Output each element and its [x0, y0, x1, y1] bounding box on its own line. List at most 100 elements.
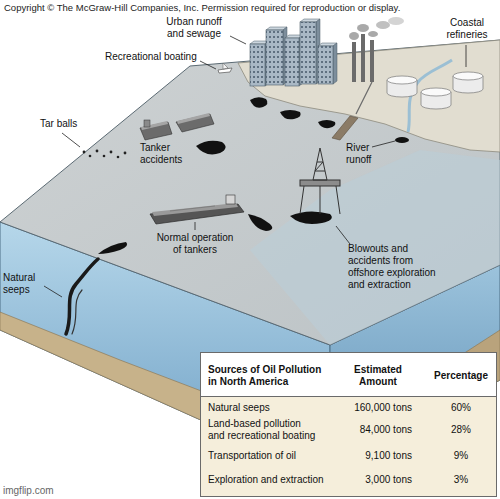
callout-label: Tar balls: [40, 118, 100, 130]
table-cell-box: 28%: [428, 424, 494, 436]
sea-block: [0, 40, 500, 345]
refinery: [349, 32, 359, 40]
table-cell-box: Exploration and extraction: [208, 474, 338, 486]
leader-line: [44, 286, 62, 297]
oil-tanker: [152, 203, 238, 216]
natural-seep: [66, 259, 98, 334]
table-cell-box: 84,000 tons: [330, 424, 412, 436]
oil-tanker: [226, 195, 235, 204]
oil-slick: [98, 242, 127, 254]
table-cell: 160,000 tons: [330, 402, 412, 414]
table-cell-box: 60%: [428, 402, 494, 414]
oil-slick: [196, 141, 226, 155]
coastal-land: [408, 60, 452, 132]
callout-label: Recreational boating: [105, 51, 215, 63]
tar-balls: [83, 151, 86, 154]
table-header-box: Estimated Amount: [340, 364, 416, 388]
oil-rig: [300, 186, 304, 214]
table-cell-box: 3%: [428, 474, 494, 486]
refinery: [387, 76, 417, 84]
refinery: [388, 17, 404, 25]
refinery: [453, 72, 483, 80]
leader-line: [195, 222, 196, 230]
tar-balls: [89, 155, 92, 158]
city-buildings: [250, 44, 265, 86]
leader-line: [372, 141, 395, 147]
callout-label-box: Tar balls: [40, 118, 100, 130]
refinery: [356, 82, 372, 114]
refinery: [421, 88, 451, 96]
callout-label-box: Normal operation of tankers: [152, 232, 238, 256]
table-cell: 84,000 tons: [330, 424, 412, 436]
callout-label-box: Coastal refineries: [438, 17, 496, 41]
oil-rig: [336, 186, 340, 214]
city-buildings: [250, 19, 337, 86]
oil-tanker: [150, 195, 244, 224]
callout-label-box: Tanker accidents: [140, 142, 190, 166]
table-cell-box: 9%: [428, 450, 494, 462]
callout-label: Coastal refineries: [438, 17, 496, 41]
oil-slick: [98, 97, 409, 254]
callout-label-box: Blowouts and accidents from offshore exp…: [348, 243, 448, 291]
oil-rig: [300, 180, 340, 186]
refinery: [332, 116, 358, 140]
refinery: [368, 31, 378, 37]
callout-label-box: Natural seeps: [3, 272, 45, 296]
data-table: [201, 353, 496, 396]
refinery: [370, 40, 374, 82]
callout-label: Urban runoff and sewage: [160, 16, 228, 40]
leader-line: [44, 36, 466, 297]
city-buildings: [318, 46, 333, 84]
tar-balls: [103, 155, 106, 158]
table-cell-box: Land-based pollution and recreational bo…: [208, 418, 318, 442]
oil-rig: [315, 171, 325, 172]
oil-slick: [248, 214, 272, 231]
callout-label: Tanker accidents: [140, 142, 190, 166]
refinery: [376, 21, 390, 29]
table-cell: Transportation of oil: [208, 450, 338, 462]
leader-line: [62, 133, 80, 147]
tanker-wreck: [176, 114, 214, 132]
watermark: imgflip.com: [3, 485, 83, 497]
table-cell: 60%: [428, 402, 494, 414]
recreational-boat: [223, 63, 228, 69]
oil-slick: [318, 120, 335, 128]
data-table: [201, 353, 497, 497]
tar-balls: [110, 151, 113, 154]
leader-line: [230, 36, 246, 44]
leader-line: [200, 61, 216, 69]
table-cell: Natural seeps: [208, 402, 338, 414]
table-cell: 3,000 tons: [330, 474, 412, 486]
callout-label: Blowouts and accidents from offshore exp…: [348, 243, 448, 291]
table-header-box: Sources of Oil Pollution in North Americ…: [208, 364, 326, 388]
sea-block: [250, 150, 500, 345]
table-cell: Exploration and extraction: [208, 474, 338, 486]
oil-slick: [280, 110, 301, 119]
tanker-wreck: [141, 121, 168, 130]
tanker-wreck: [144, 120, 150, 127]
table-cell-box: 160,000 tons: [330, 402, 412, 414]
refinery: [352, 42, 356, 82]
oil-slick: [250, 97, 267, 107]
table-cell-box: 9,100 tons: [330, 450, 412, 462]
tar-balls: [83, 150, 127, 159]
oil-tanker: [170, 206, 215, 211]
watermark-box: imgflip.com: [3, 485, 83, 497]
leader-line: [336, 226, 350, 244]
city-buildings: [285, 38, 299, 86]
data-table: [200, 353, 497, 497]
table-cell: 3%: [428, 474, 494, 486]
city-buildings: [300, 22, 316, 84]
city-buildings: [266, 30, 283, 85]
oil-rig: [320, 186, 321, 214]
city-buildings: [333, 43, 337, 84]
tanker-wreck: [140, 113, 214, 140]
callout-label-box: Recreational boating: [105, 51, 215, 63]
tar-balls: [124, 152, 127, 155]
table-cell: 9%: [428, 450, 494, 462]
callout-label: Normal operation of tankers: [152, 232, 238, 256]
table-cell: 9,100 tons: [330, 450, 412, 462]
table-cell-box: Natural seeps: [208, 402, 338, 414]
table-header: Estimated Amount: [340, 364, 416, 388]
